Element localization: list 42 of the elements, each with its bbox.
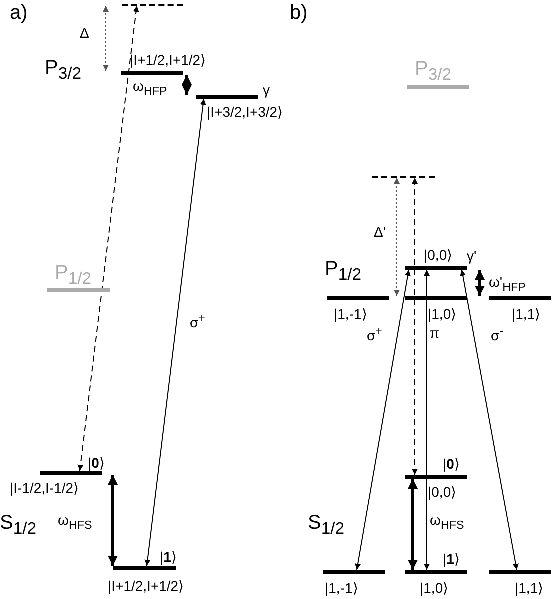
state-label: |0⟩ [443,456,460,472]
transition-arrow [78,6,140,472]
level-label: P$_{1/2}$ [325,258,362,284]
edge-label: σ$^{+}$ [367,325,382,344]
state-label: |1,0⟩ [420,580,448,596]
transition-arrow [424,270,430,570]
decay-rate-label: γ' [467,248,477,264]
state-label: |I+3/2,I+3/2⟩ [207,104,283,120]
state-label: |1,1⟩ [512,306,540,322]
state-label: |0,0⟩ [424,247,452,264]
state-label: |1⟩ [443,551,460,568]
transition-arrow [475,270,485,296]
state-label: |I+1/2,I+1/2⟩ [108,578,184,594]
virtual-level-line [122,4,183,6]
state-label: |I-1/2,I-1/2⟩ [10,480,79,496]
state-label: |1,1⟩ [515,580,544,596]
transition-arrow [103,6,109,72]
state-label: |1,-1⟩ [325,580,358,596]
transition-arrow [412,178,418,476]
level-label: P$_{3/2}$ [415,58,452,84]
transition-arrow [355,270,411,570]
level-label: S$_{1/2}$ [308,512,344,538]
state-label: |0⟩ [88,455,104,472]
state-label: |0,0⟩ [428,484,456,500]
edge-label: σ$^{+}$ [190,312,206,331]
transition-arrow [108,475,118,566]
decay-rate-label: γ [263,82,270,98]
state-label: |I+1/2,I+1/2⟩ [130,52,206,68]
transition-arrow [460,270,519,570]
transition-arrow [408,479,418,570]
transition-arrow [144,98,206,566]
state-label: |1,0⟩ [428,306,456,322]
transition-arrow [394,178,400,296]
level-label: P$_{3/2}$ [45,57,82,84]
state-label: |1⟩ [160,549,176,566]
level-label: P$_{1/2}$ [55,262,92,288]
level-label: S$_{1/2}$ [0,512,36,538]
virtual-level-line [372,176,435,178]
transition-arrow [182,75,192,95]
state-label: |1,-1⟩ [334,306,367,322]
panel-label: b) [290,2,308,25]
panel-label: a) [10,2,28,25]
